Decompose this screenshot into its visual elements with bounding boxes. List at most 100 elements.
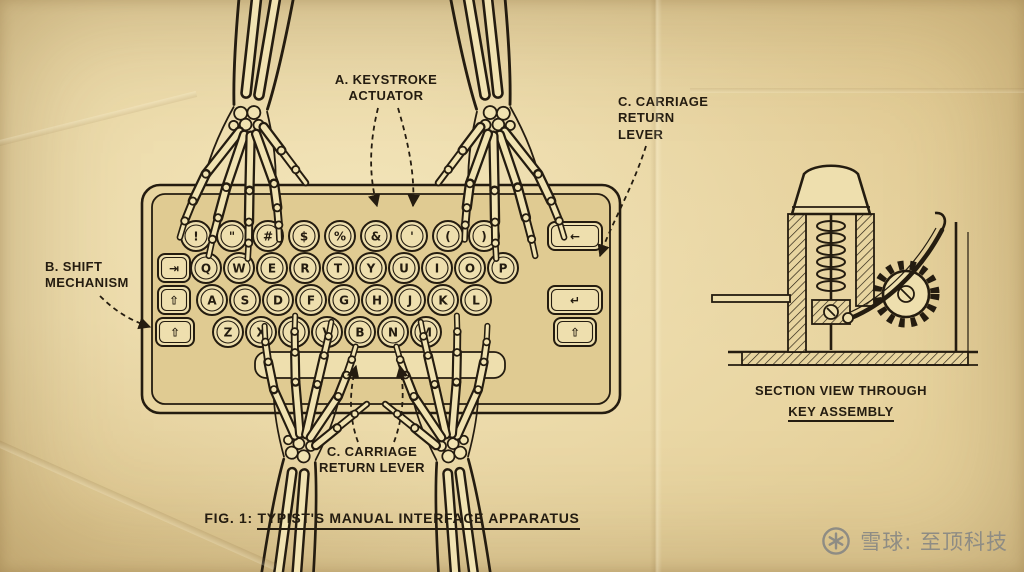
svg-text:T: T [334,261,343,275]
svg-text:X: X [256,325,266,339]
keyboard-key: Q [190,252,222,284]
watermark: 雪球: 至顶科技 [821,526,1008,556]
svg-text:H: H [372,293,382,307]
svg-text:(: ( [445,229,450,243]
callout-carriage-return-top: C. CARRIAGE RETURN LEVER [618,94,708,143]
keyboard-keys: !"#$%&'()QWERTYUIOPASDFGHJKLZXCVBNM←⇥⇧↵⇧… [155,220,603,348]
svg-text:!: ! [193,229,198,243]
caps-key: ⇧ [157,285,191,315]
keyboard-key: S [229,284,261,316]
svg-text:U: U [399,261,409,275]
actuator-rod [711,294,791,303]
lever-arm-highlight [845,227,937,315]
section-caption-line: KEY ASSEMBLY [731,401,951,423]
svg-text:⇧: ⇧ [170,325,180,339]
keyboard-key: B [344,316,376,348]
keyboard-key: ' [396,220,428,252]
svg-text:L: L [472,293,480,307]
svg-text:D: D [273,293,283,307]
keyboard-key: $ [288,220,320,252]
callout-line: RETURN LEVER [319,460,425,476]
svg-text:Y: Y [366,261,376,275]
svg-text:N: N [388,325,398,339]
spring-coil [816,232,846,244]
svg-text:B: B [355,325,364,339]
keyboard-key: Y [355,252,387,284]
svg-text:R: R [300,261,309,275]
keyboard-key: K [427,284,459,316]
lever-hook [934,211,947,231]
tab-key: ⇥ [157,253,191,283]
keyboard-key: E [256,252,288,284]
svg-text:I: I [435,261,439,275]
svg-text:↵: ↵ [570,293,580,307]
keyboard-key: Z [212,316,244,348]
callout-shift-mechanism: B. SHIFT MECHANISM [45,259,129,292]
svg-text:Q: Q [201,261,211,275]
keyboard-key: X [245,316,277,348]
gear-screw-slot [900,288,912,300]
svg-text:W: W [232,261,245,275]
svg-text:': ' [410,229,414,243]
svg-text:": " [229,229,235,243]
callout-carriage-return-bottom: C. CARRIAGE RETURN LEVER [302,444,442,477]
arrow-carriage-top [597,145,647,258]
keyboard-key: D [262,284,294,316]
housing-right [855,213,875,307]
svg-text:S: S [241,293,250,307]
keyboard-key: O [454,252,486,284]
svg-text:): ) [481,229,486,243]
svg-text:⇧: ⇧ [169,293,179,307]
keyboard-key: % [324,220,356,252]
keyboard-key: G [328,284,360,316]
watermark-text: 雪球: 至顶科技 [860,530,1008,554]
keyboard-key: J [394,284,426,316]
spring-coil [816,244,846,256]
backspace-key: ← [547,221,603,251]
figure-caption-prefix: FIG. 1: [204,510,258,526]
keyboard-key: ( [432,220,464,252]
figure-caption-title: TYPIST'S MANUAL INTERFACE APPARATUS [257,510,580,530]
keyboard-key: # [252,220,284,252]
lever-pivot [842,312,854,324]
callout-arrows [99,107,647,443]
keyboard-key: A [196,284,228,316]
arrow-keystroke-right [397,107,421,208]
xueqiu-logo-icon [822,527,851,555]
svg-text:#: # [263,229,273,243]
callout-line: C. CARRIAGE [326,444,418,459]
callout-keystroke-actuator: A. KEYSTROKE ACTUATOR [316,72,456,105]
section-base-hatch [741,351,969,366]
svg-text:M: M [420,325,432,339]
svg-text:⇧: ⇧ [570,325,580,339]
svg-text:⇥: ⇥ [169,261,179,275]
svg-text:K: K [438,293,448,307]
keyboard-key: L [460,284,492,316]
callout-line: A. KEYSTROKE [334,72,438,87]
shift-key-left: ⇧ [155,317,195,347]
gear [872,260,940,328]
key-cap-section [790,164,872,216]
keyboard-key: & [360,220,392,252]
spring-coil [816,256,846,268]
housing-left [787,213,807,353]
arrow-carriage-bottom-left [346,364,360,443]
spring-coil [816,268,846,280]
shift-key-right: ⇧ [553,317,597,347]
arrow-keystroke-left [367,107,381,208]
callout-line: MECHANISM [45,275,129,291]
svg-text:P: P [499,261,508,275]
lever-arm [843,227,945,323]
keyboard-key: I [421,252,453,284]
svg-text:G: G [339,293,349,307]
svg-text:←: ← [570,229,580,243]
keyboard-key: N [377,316,409,348]
keyboard-key: F [295,284,327,316]
keyboard-key: P [487,252,519,284]
figure-caption: FIG. 1: TYPIST'S MANUAL INTERFACE APPARA… [132,510,652,530]
svg-text:J: J [407,293,412,307]
callout-line: ACTUATOR [348,88,424,104]
arrow-shift [99,295,152,330]
